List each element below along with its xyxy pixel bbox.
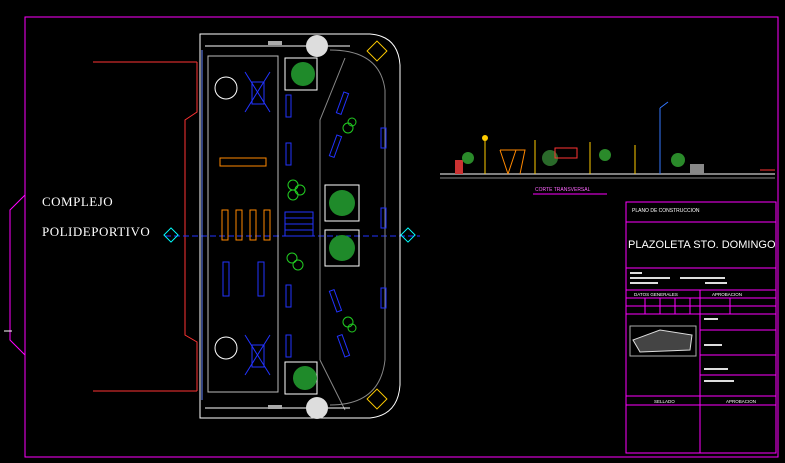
bars-4 — [263, 209, 271, 241]
bars-1 — [221, 209, 229, 241]
shrubs — [286, 117, 357, 333]
court-circle-top — [214, 76, 238, 100]
section-caption: CORTE TRANSVERSAL — [535, 187, 591, 193]
fountain-bottom — [306, 397, 328, 419]
planter-3 — [324, 229, 360, 267]
planter-2 — [324, 184, 360, 222]
bench-court-2 — [257, 261, 265, 297]
general-data-header: DATOS GENERALES — [634, 292, 678, 297]
goal-bottom-box — [251, 344, 265, 368]
axis-marker-left — [163, 227, 179, 243]
walk-benches — [285, 91, 387, 358]
curved-walk — [329, 49, 386, 406]
goal-bottom — [244, 334, 271, 376]
sheet-border — [24, 16, 779, 458]
goal-top — [244, 71, 271, 113]
road-curb — [184, 62, 198, 391]
tb-small-text — [630, 272, 734, 382]
kiosk-top — [366, 40, 388, 62]
left-label-line2: POLIDEPORTIVO — [42, 224, 151, 239]
title-block — [625, 201, 777, 454]
kiosk-bottom — [366, 388, 388, 410]
left-edge-notch — [9, 17, 26, 457]
project-title: PLAZOLETA STO. DOMINGO — [628, 239, 776, 251]
tree-3 — [329, 235, 355, 261]
left-label-line1: COMPLEJO — [42, 194, 114, 209]
footer-right: APROBACION — [726, 399, 757, 404]
tree-1 — [291, 62, 315, 86]
location-map — [629, 325, 697, 357]
plan-type: PLANO DE CONSTRUCCION — [632, 208, 700, 214]
swing-set — [219, 157, 267, 167]
dim-text-bottom — [268, 405, 282, 409]
fountain-top — [306, 35, 328, 57]
court-circle-bottom — [214, 336, 238, 360]
bars-2 — [235, 209, 243, 241]
site-outline — [199, 33, 401, 419]
bench-court-1 — [222, 261, 230, 297]
planter-1 — [284, 57, 318, 91]
dim-text-top — [268, 41, 282, 45]
sports-court — [207, 55, 279, 393]
location-map-blocks — [632, 329, 693, 353]
footer-left: SELLADO — [654, 399, 675, 404]
bars-3 — [249, 209, 257, 241]
goal-top-box — [251, 81, 265, 105]
axis-marker-right — [400, 227, 416, 243]
section-elements — [455, 101, 775, 175]
walkway-path — [319, 57, 346, 411]
tree-4 — [293, 366, 317, 390]
tree-2 — [329, 190, 355, 216]
approval-header: APROBACION — [712, 292, 743, 297]
tb-grid — [644, 298, 731, 314]
